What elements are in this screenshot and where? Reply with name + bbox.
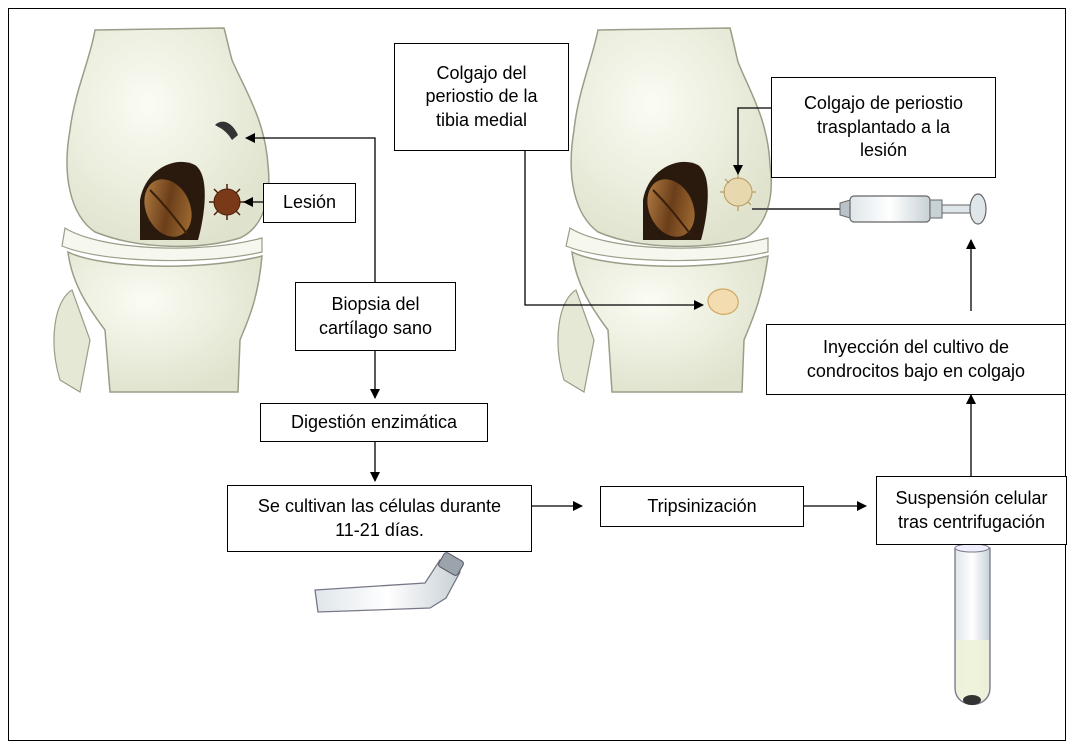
trypsinization-label: Tripsinización — [600, 486, 804, 527]
periosteum-flap-label: Colgajo del periostio de la tibia medial — [394, 43, 569, 151]
right-knee — [558, 28, 771, 392]
culture-flask — [315, 552, 465, 612]
left-knee — [54, 28, 269, 392]
lesion-label: Lesión — [263, 183, 356, 223]
digestion-label: Digestión enzimática — [260, 403, 488, 442]
transplanted-flap-label: Colgajo de periostio trasplantado a la l… — [771, 77, 996, 178]
suspension-label: Suspensión celular tras centrifugación — [876, 476, 1067, 545]
biopsy-label: Biopsia del cartílago sano — [295, 282, 456, 351]
culture-label: Se cultivan las células durante 11-21 dí… — [227, 485, 532, 552]
test-tube — [955, 544, 990, 705]
injection-label: Inyección del cultivo de condrocitos baj… — [766, 324, 1066, 395]
syringe — [752, 194, 986, 224]
